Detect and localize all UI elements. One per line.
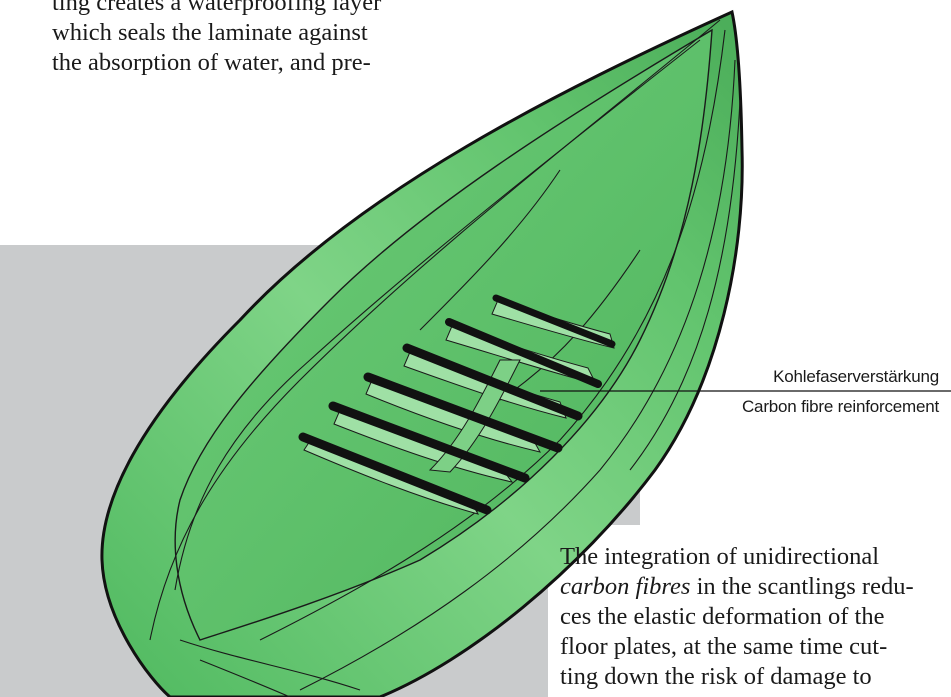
top-paragraph: ting creates a waterproofing layer which… <box>52 0 472 78</box>
bottom-line-1: The integration of unidirectional <box>560 542 951 572</box>
callout-label-german: Kohlefaserverstärkung <box>773 367 939 387</box>
bottom-line-2: carbon fibres in the scantlings redu- <box>560 572 951 602</box>
callout-label-english: Carbon fibre reinforcement <box>742 397 939 417</box>
bottom-line-4: floor plates, at the same time cut- <box>560 632 951 662</box>
top-line-2: which seals the laminate against <box>52 18 472 48</box>
bottom-line-2-rest: in the scantlings redu- <box>690 573 913 600</box>
bottom-line-3: ces the elastic deformation of the <box>560 602 951 632</box>
top-line-1: ting creates a waterproofing layer <box>52 0 472 18</box>
bottom-line-2-italic: carbon fibres <box>560 573 690 600</box>
bottom-line-5: ting down the risk of damage to <box>560 662 951 692</box>
top-line-3: the absorption of water, and pre- <box>52 48 472 78</box>
bottom-paragraph: The integration of unidirectional carbon… <box>560 542 951 692</box>
